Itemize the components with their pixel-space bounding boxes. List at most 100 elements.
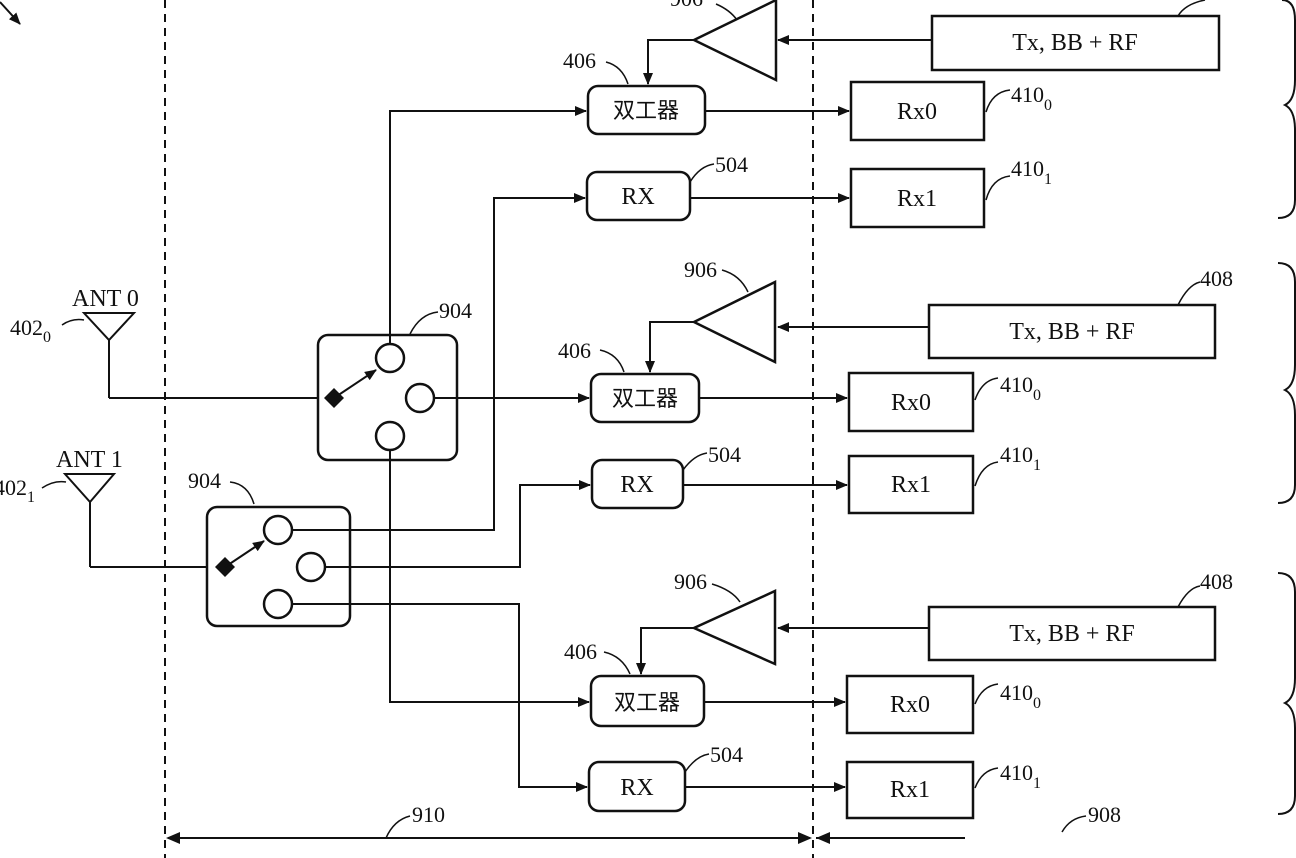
ref-402-1: 4021: [0, 475, 35, 506]
ref-406-1: 406: [563, 48, 596, 73]
ref-408-2: 408: [1200, 266, 1233, 291]
leader-4101-3: [974, 767, 999, 789]
antenna-0-icon: [81, 312, 137, 342]
rx1-block-2: [847, 454, 975, 515]
rx1-block-1-label: Rx1: [897, 186, 937, 212]
dimension-910-left-arrow: [166, 832, 180, 844]
leader-406-2: [599, 349, 625, 373]
leader-906-top: [715, 3, 738, 21]
tx-block-1: [930, 14, 1221, 72]
rx1-block-3: [845, 760, 975, 820]
leader-906-2: [721, 269, 749, 293]
rx1-block-1: [849, 167, 986, 229]
rx-block-1: [585, 170, 692, 222]
leader-408-2: [1177, 281, 1201, 306]
antenna-1-icon: [62, 473, 117, 504]
switch-1-port-bottom: [374, 420, 406, 452]
leader-904-1: [409, 311, 439, 335]
rx0-block-3: [845, 674, 975, 735]
tx-block-3-label: Tx, BB + RF: [1009, 621, 1135, 647]
brace-group-middle: [1277, 262, 1296, 504]
ref-504-1: 504: [715, 152, 748, 177]
rx0-block-1: [849, 80, 986, 142]
leader-4101-1: [985, 175, 1011, 201]
ant0-label: ANT 0: [72, 286, 139, 312]
switch-2-port-right: [295, 551, 327, 583]
ref-408-3: 408: [1200, 569, 1233, 594]
ref-906-3: 906: [674, 569, 707, 594]
switch-2-port-bottom: [262, 588, 294, 620]
amplifier-3: [690, 589, 777, 666]
leader-504-2: [682, 452, 708, 471]
brace-group-bottom: [1277, 572, 1296, 815]
amplifier-2: [691, 279, 777, 365]
ant1-label: ANT 1: [56, 447, 123, 473]
rx-block-3-label: RX: [620, 775, 653, 801]
ref-410-1-1: 4101: [1011, 156, 1052, 188]
ref-406-2: 406: [558, 338, 591, 363]
rx-block-2-label: RX: [620, 472, 653, 498]
duplexer-block-1-label: 双工器: [613, 99, 679, 124]
tx-block-2: [927, 303, 1217, 360]
rx0-block-1-label: Rx0: [897, 99, 937, 125]
ref-910: 910: [412, 802, 445, 827]
ref-904-1: 904: [439, 298, 472, 323]
switch-2-lever: [224, 540, 265, 568]
leader-406-3: [603, 651, 631, 675]
tx-block-1-label: Tx, BB + RF: [1012, 30, 1138, 56]
leader-4101-2: [974, 461, 999, 487]
leader-910: [385, 815, 411, 839]
leader-504-1: [689, 163, 715, 183]
leader-408-3: [1177, 585, 1201, 608]
leader-906-3: [711, 583, 741, 603]
leader-4100-2: [974, 377, 999, 401]
ref-504-3: 504: [710, 742, 743, 767]
ref-410-0-2: 4100: [1000, 372, 1041, 404]
ref-504-2: 504: [708, 442, 741, 467]
tx-block-3: [927, 605, 1217, 662]
wire-switch1-duplexer1: [389, 106, 587, 344]
ref-amp-top-partial: 906: [670, 0, 703, 11]
pointer-arrow: [0, 1, 21, 25]
leader-408-top: [1177, 0, 1206, 17]
rx0-block-2: [847, 371, 975, 433]
ref-410-1-2: 4101: [1000, 442, 1041, 474]
ref-904-2: 904: [188, 468, 221, 493]
leader-4100-3: [974, 683, 999, 705]
leader-4100-1: [985, 89, 1011, 113]
brace-group-top: [1277, 0, 1296, 219]
leader-504-3: [684, 753, 710, 773]
wire-amp-duplexer-3: [636, 627, 694, 675]
ref-410-1-3: 4101: [1000, 760, 1041, 792]
switch-1-lever: [333, 369, 377, 399]
leader-402-0: [61, 318, 85, 326]
leader-402-1: [41, 480, 67, 489]
ref-410-0-1: 4100: [1011, 82, 1052, 114]
dimension-908-left-arrow: [816, 832, 830, 844]
dimension-910-right-arrow: [798, 832, 812, 844]
ref-410-0-3: 4100: [1000, 680, 1041, 712]
ref-402-0: 4020: [10, 315, 51, 346]
switch-2-port-top: [262, 514, 294, 546]
ref-908: 908: [1088, 802, 1121, 827]
rx-block-1-label: RX: [621, 184, 654, 210]
rx0-block-3-label: Rx0: [890, 692, 930, 718]
duplexer-block-3-label: 双工器: [614, 691, 680, 716]
wire-amp-duplexer-1: [643, 39, 694, 85]
tx-block-2-label: Tx, BB + RF: [1009, 319, 1135, 345]
switch-1-port-right: [404, 382, 436, 414]
rx1-block-3-label: Rx1: [890, 777, 930, 803]
rx0-block-2-label: Rx0: [891, 390, 931, 416]
wire-amp-duplexer-2: [645, 321, 694, 373]
leader-406-1: [605, 61, 629, 85]
wire-switch2-rx3: [292, 603, 588, 792]
rx1-block-2-label: Rx1: [891, 472, 931, 498]
leader-908: [1061, 815, 1087, 833]
ref-906-2: 906: [684, 257, 717, 282]
switch-1-port-top: [374, 342, 406, 374]
leader-904-2: [229, 481, 255, 505]
amplifier-1: [691, 0, 778, 83]
duplexer-block-2-label: 双工器: [612, 387, 678, 412]
wire-switch2-rx1: [292, 193, 586, 531]
